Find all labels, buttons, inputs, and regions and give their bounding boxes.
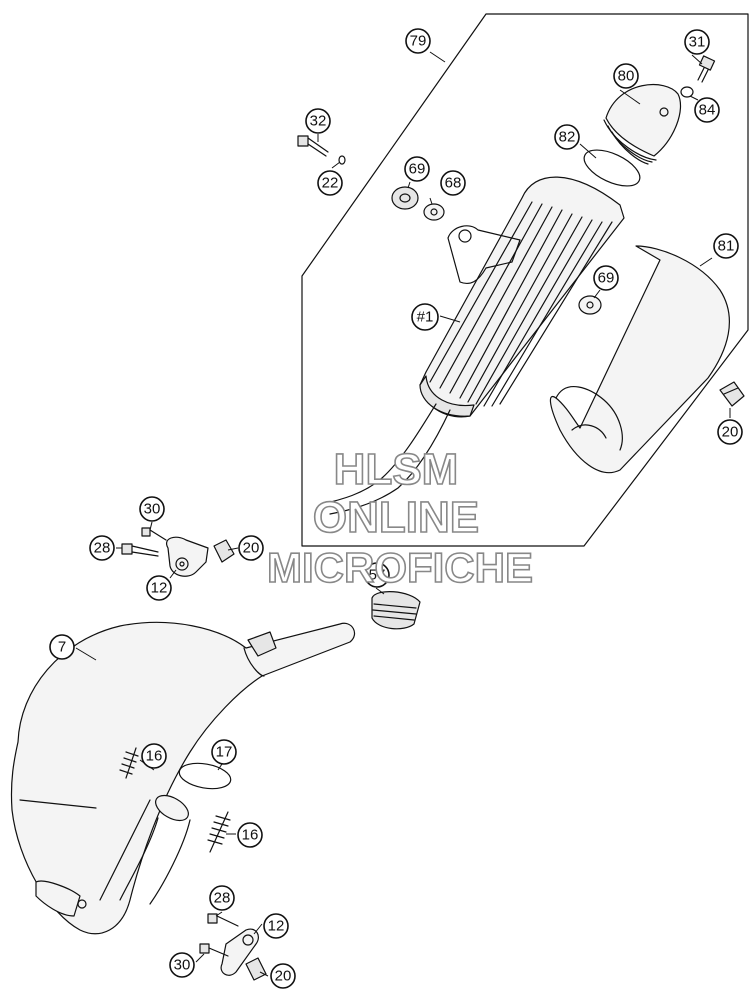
- callout-label: 20: [275, 968, 292, 985]
- clip-nut-lower: [245, 957, 267, 981]
- callout-20-right[interactable]: 20: [717, 419, 743, 445]
- callout-label: 17: [216, 744, 233, 761]
- pipe-o-ring: [178, 762, 232, 790]
- callout-30-lower[interactable]: 30: [169, 952, 195, 978]
- callout-label: 16: [146, 748, 163, 765]
- exhaust-spring-lower: [207, 811, 231, 853]
- watermark-line-2: ONLINE: [313, 493, 479, 542]
- callout-label: 16: [242, 827, 259, 844]
- callout-31[interactable]: 31: [684, 29, 710, 55]
- callout-16-lower[interactable]: 16: [237, 822, 263, 848]
- silencer-group-outline: [301, 13, 749, 547]
- callout-20-upper[interactable]: 20: [238, 535, 264, 561]
- watermark-line-3: MICROFICHE: [267, 544, 533, 591]
- end-cap: [603, 83, 682, 165]
- callout-label: 68: [445, 175, 462, 192]
- exhaust-spring-upper: [119, 747, 139, 779]
- callout-82[interactable]: 82: [554, 124, 580, 150]
- upper-bracket: [166, 536, 209, 577]
- cap-screw: [697, 55, 716, 83]
- end-cap-gasket: [583, 149, 641, 187]
- heat-shield: [549, 245, 730, 474]
- rubber-bushing-upper: [391, 186, 419, 210]
- callout-label: 82: [559, 129, 576, 146]
- bushing-washer: [423, 203, 445, 221]
- coupler-sleeve: [371, 591, 421, 630]
- clip-nut-right: [719, 381, 745, 407]
- callout-80[interactable]: 80: [613, 63, 639, 89]
- callout-label: 20: [243, 540, 260, 557]
- callout-label: 20: [722, 424, 739, 441]
- callout-label: 30: [144, 501, 161, 518]
- callout-30-upper[interactable]: 30: [139, 496, 165, 522]
- cap-washer: [680, 86, 694, 98]
- lower-bracket-bolt-upper: [207, 913, 239, 927]
- callout-label: 30: [174, 957, 191, 974]
- callout-79[interactable]: 79: [405, 28, 431, 54]
- callout-label: 69: [409, 161, 426, 178]
- callout-label: 79: [410, 33, 427, 50]
- callout-12-lower[interactable]: 12: [263, 913, 289, 939]
- callout-57[interactable]: 57: [364, 562, 390, 588]
- callout-81[interactable]: 81: [713, 233, 739, 259]
- callout-16-upper[interactable]: 16: [141, 743, 167, 769]
- callout-label: 69: [598, 270, 615, 287]
- callout-label: 31: [689, 34, 706, 51]
- callout-label: #1: [417, 309, 434, 326]
- callout-69-lower[interactable]: 69: [593, 265, 619, 291]
- callout-68[interactable]: 68: [440, 170, 466, 196]
- callout-17[interactable]: 17: [211, 739, 237, 765]
- mount-washer: [338, 155, 346, 165]
- callout-22[interactable]: 22: [317, 170, 343, 196]
- callout-20-lower[interactable]: 20: [270, 963, 296, 989]
- callout-69-upper[interactable]: 69: [404, 156, 430, 182]
- callout-label: 12: [151, 580, 168, 597]
- callout-label: 32: [310, 113, 327, 130]
- callout-label: 28: [94, 540, 111, 557]
- callout-28-upper[interactable]: 28: [89, 535, 115, 561]
- upper-bracket-bolt: [121, 543, 159, 557]
- callout-label: 12: [268, 918, 285, 935]
- callout-label: 81: [718, 238, 735, 255]
- callout-12-upper[interactable]: 12: [146, 575, 172, 601]
- callout-32[interactable]: 32: [305, 108, 331, 134]
- lower-bracket-bolt-lower: [199, 943, 229, 957]
- callout-1[interactable]: #1: [411, 303, 439, 331]
- rubber-bushing-lower: [578, 295, 602, 315]
- upper-bracket-washer-bolt: [141, 527, 167, 541]
- exhaust-pipe: [10, 621, 355, 935]
- pipe-flange: [119, 794, 191, 905]
- callout-7[interactable]: 7: [49, 634, 75, 660]
- callout-label: 57: [369, 567, 386, 584]
- mount-screw: [297, 135, 329, 157]
- callout-label: 22: [322, 175, 339, 192]
- callout-label: 84: [699, 102, 716, 119]
- watermark-line-1: HLSM: [334, 445, 459, 494]
- callout-label: 28: [214, 890, 231, 907]
- lower-bracket: [220, 928, 259, 976]
- callout-label: 7: [58, 639, 66, 656]
- callout-28-lower[interactable]: 28: [209, 885, 235, 911]
- silencer-body: [321, 176, 625, 515]
- callout-label: 80: [618, 68, 635, 85]
- clip-nut-upper: [213, 539, 235, 563]
- callout-84[interactable]: 84: [694, 97, 720, 123]
